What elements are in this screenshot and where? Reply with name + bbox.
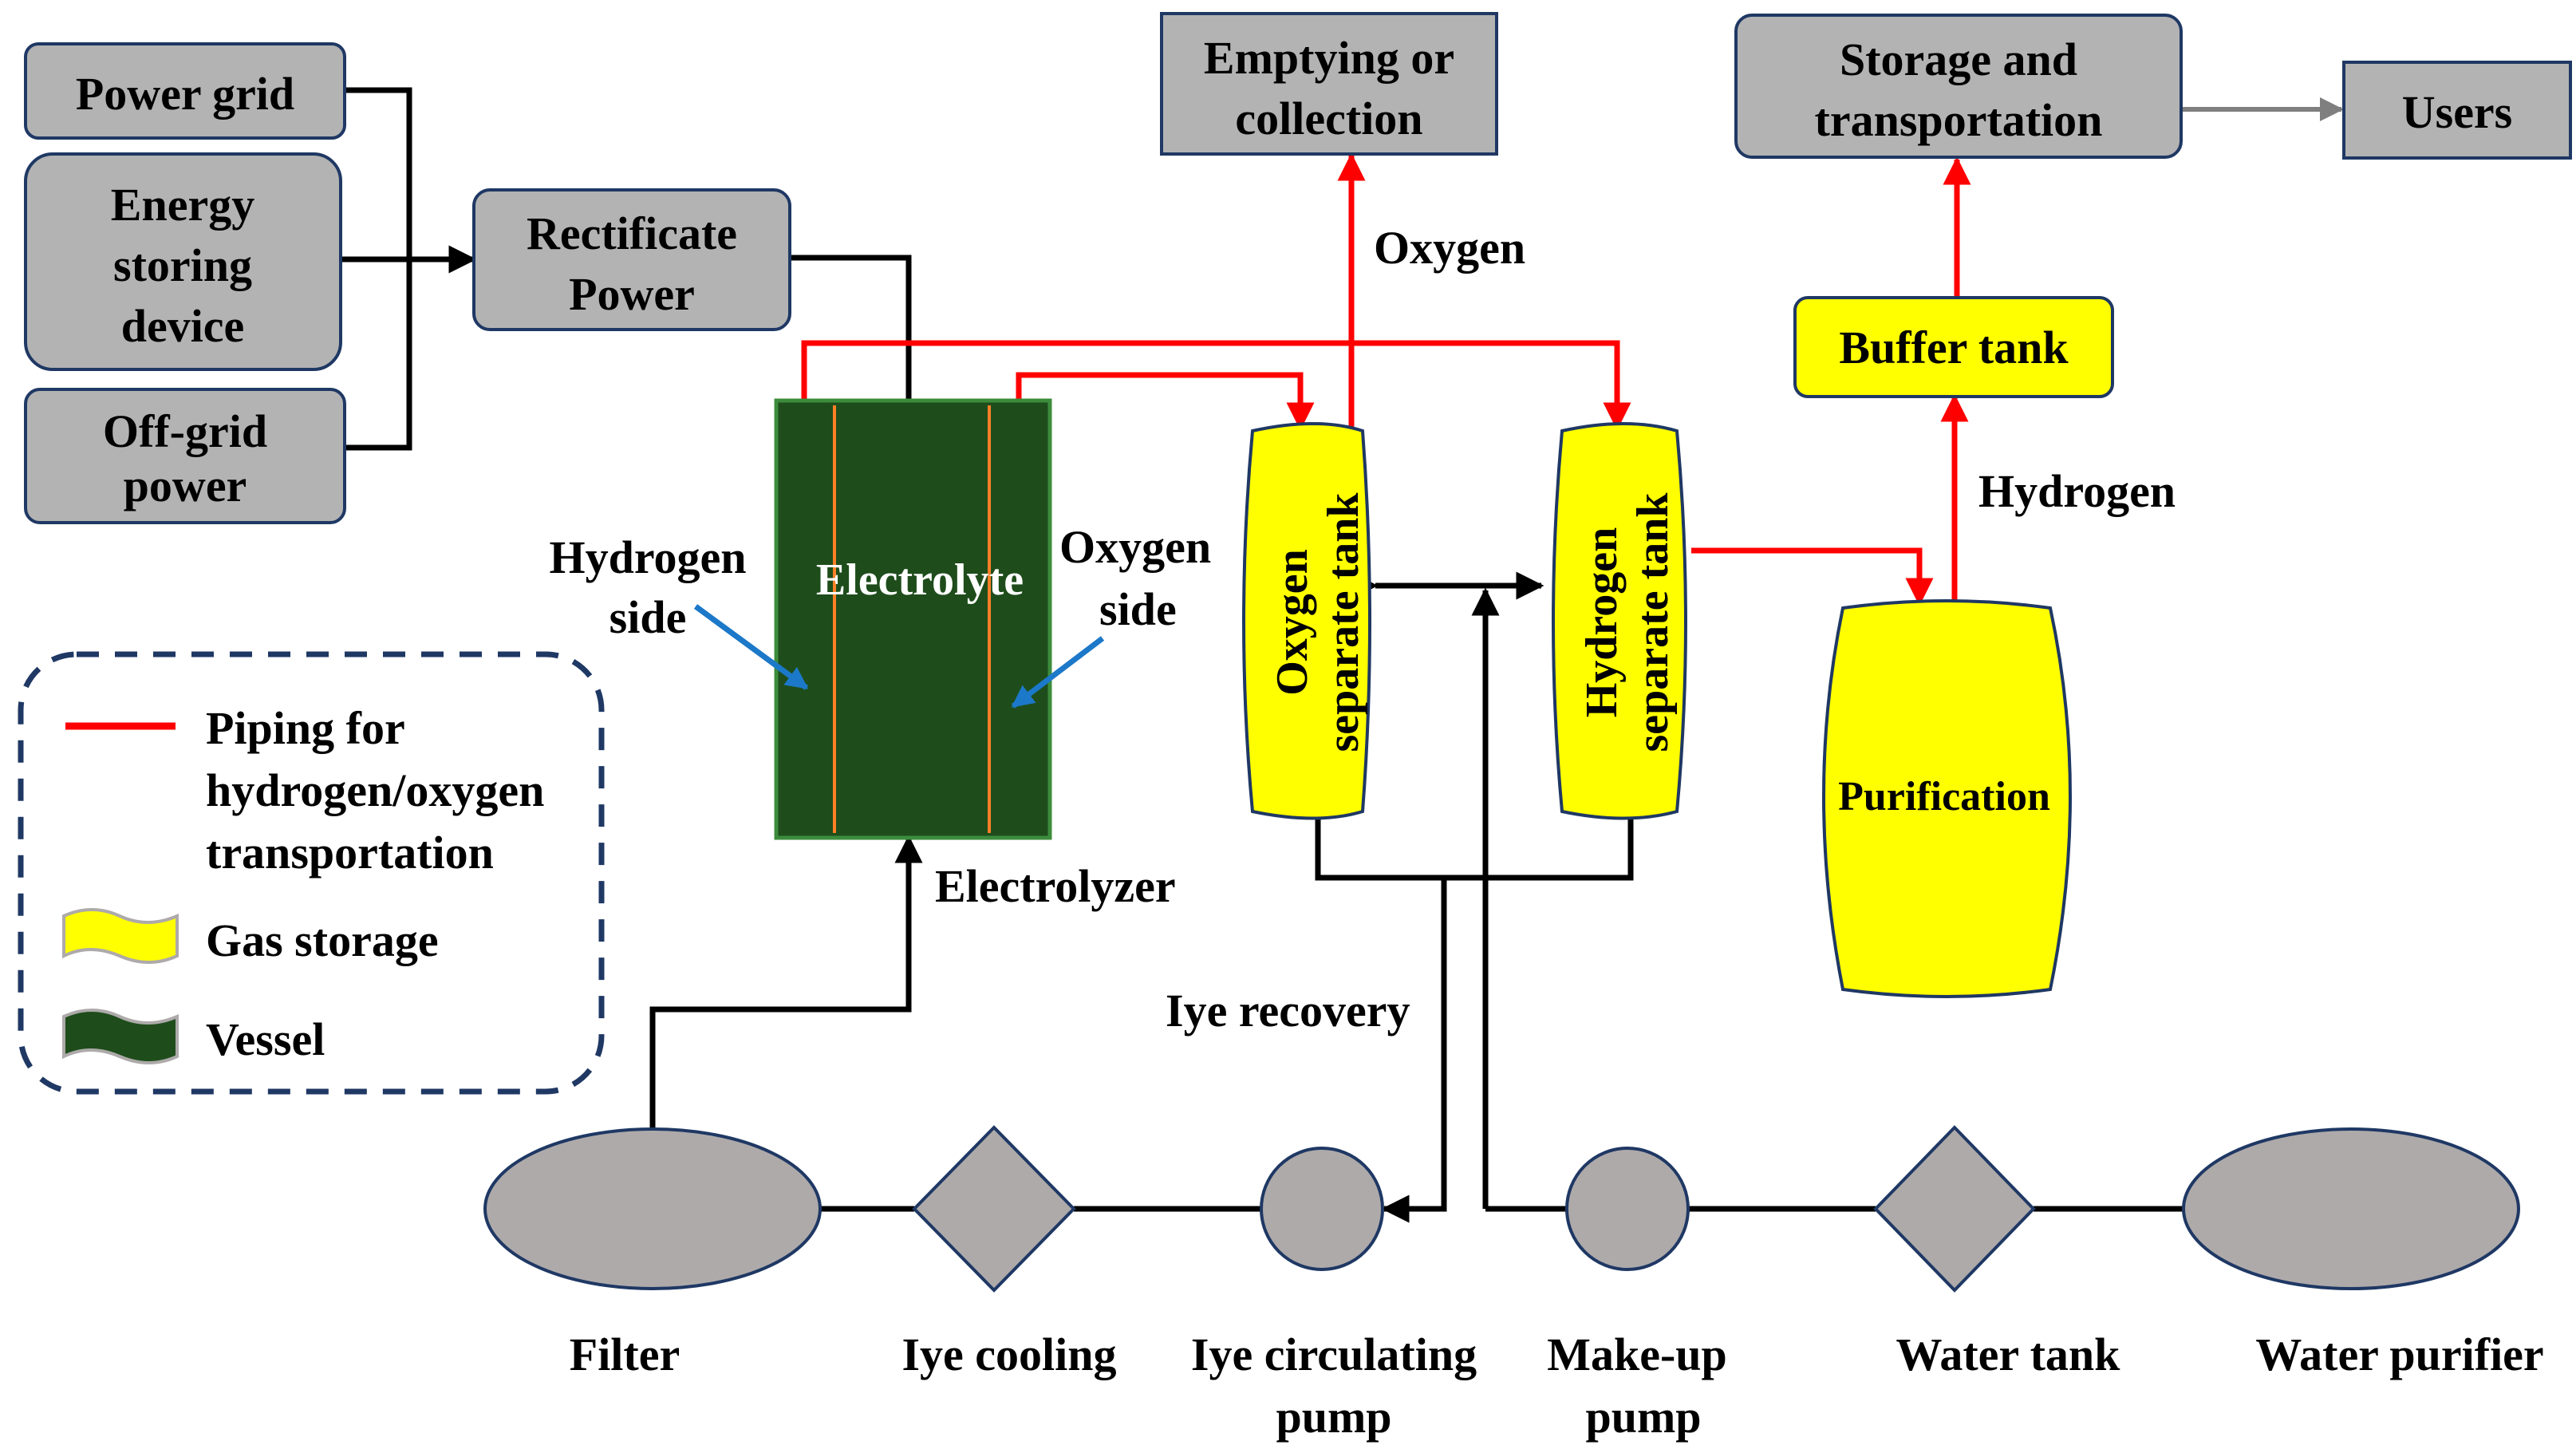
water-tank-unit: Water tank xyxy=(1873,1125,2121,1380)
hydrogen-side-line-2: side xyxy=(609,591,687,643)
emptying-box: Emptying or collection xyxy=(1160,12,1498,156)
users-label: Users xyxy=(2402,86,2513,138)
makeup-pump-line-1: Make-up xyxy=(1547,1329,1727,1380)
oxygen-side-line-1: Oxygen xyxy=(1059,521,1211,573)
oxygen-separate-tank: Oxygen separate tank xyxy=(1242,422,1371,820)
makeup-pump-line-2: pump xyxy=(1585,1391,1701,1443)
oxygen-tank-line-1: Oxygen xyxy=(1268,549,1317,696)
electrolyzer-vessel: Electrolyte xyxy=(774,398,1052,840)
water-tank-label: Water tank xyxy=(1896,1329,2121,1380)
legend-vessel-label: Vessel xyxy=(206,1013,325,1065)
off-grid-box: Off-grid power xyxy=(24,388,346,524)
energy-storing-line-3: device xyxy=(121,300,245,352)
storage-line-2: transportation xyxy=(1815,94,2103,146)
legend-gas-storage-swatch xyxy=(62,908,179,964)
lye-pump-line-2: pump xyxy=(1276,1391,1391,1443)
hydrogen-separate-tank: Hydrogen separate tank xyxy=(1552,422,1687,820)
electrolyte-label: Electrolyte xyxy=(816,555,1024,605)
hydrogen-flow-label: Hydrogen xyxy=(1978,465,2176,517)
hydrogen-tank-line-1: Hydrogen xyxy=(1577,527,1627,718)
storage-transportation-box: Storage and transportation xyxy=(1734,14,2183,159)
oxygen-side-arrow xyxy=(1011,636,1105,709)
water-purifier-label: Water purifier xyxy=(2255,1329,2543,1380)
power-grid-label: Power grid xyxy=(76,68,294,120)
hydrogen-side-line-1: Hydrogen xyxy=(549,531,746,583)
filter-unit: Filter xyxy=(483,1127,822,1380)
oxygen-flow-label: Oxygen xyxy=(1374,222,1525,274)
oxygen-side-line-2: side xyxy=(1099,583,1177,635)
power-connectors xyxy=(341,87,912,451)
hydrogen-side-arrow xyxy=(693,604,809,690)
emptying-line-2: collection xyxy=(1235,93,1422,144)
power-grid-box: Power grid xyxy=(24,42,346,140)
rectificate-power-box: Rectificate Power xyxy=(472,188,791,331)
hydrogen-tank-line-2: separate tank xyxy=(1628,492,1678,752)
buffer-tank-box: Buffer tank xyxy=(1793,296,2114,398)
off-grid-line-1: Off-grid xyxy=(103,405,267,457)
buffer-tank-label: Buffer tank xyxy=(1839,322,2069,373)
purification-vessel: Purification xyxy=(1822,599,2072,998)
lye-cooling-label: Iye cooling xyxy=(901,1329,1116,1380)
legend-piping-line-3: transportation xyxy=(206,827,494,879)
storage-line-1: Storage and xyxy=(1840,34,2077,85)
rectificate-line-2: Power xyxy=(569,268,695,320)
lye-cooling-unit: Iye cooling xyxy=(901,1125,1117,1380)
rectificate-line-1: Rectificate xyxy=(527,207,737,259)
energy-storing-box: Energy storing device xyxy=(24,152,342,371)
legend: Piping for hydrogen/oxygen transportatio… xyxy=(18,651,605,1095)
lye-recovery-label: Iye recovery xyxy=(1166,985,1410,1036)
lye-pump-line-1: Iye circulating xyxy=(1191,1329,1477,1380)
legend-piping-line-2: hydrogen/oxygen xyxy=(206,764,544,816)
legend-piping-line-1: Piping for xyxy=(206,702,405,754)
energy-storing-line-2: storing xyxy=(113,239,252,291)
make-up-pump: Make-up pump xyxy=(1547,1147,1727,1443)
lye-lines xyxy=(649,571,2183,1223)
electrolyzer-label: Electrolyzer xyxy=(935,860,1176,912)
users-box: Users xyxy=(2342,61,2572,160)
legend-vessel-swatch xyxy=(62,1009,179,1064)
energy-storing-line-1: Energy xyxy=(111,179,254,231)
purification-label: Purification xyxy=(1838,774,2050,819)
hydrogen-side-label: Hydrogen side xyxy=(549,531,746,643)
gas-piping xyxy=(801,152,1971,606)
lye-circulating-pump: Iye circulating pump xyxy=(1191,1147,1477,1443)
filter-label: Filter xyxy=(570,1329,680,1380)
oxygen-side-label: Oxygen side xyxy=(1059,521,1211,635)
legend-gas-storage-label: Gas storage xyxy=(206,914,439,966)
water-purifier-unit: Water purifier xyxy=(2182,1127,2544,1380)
off-grid-line-2: power xyxy=(124,460,247,511)
oxygen-tank-line-2: separate tank xyxy=(1319,492,1368,752)
emptying-line-1: Emptying or xyxy=(1204,32,1454,84)
